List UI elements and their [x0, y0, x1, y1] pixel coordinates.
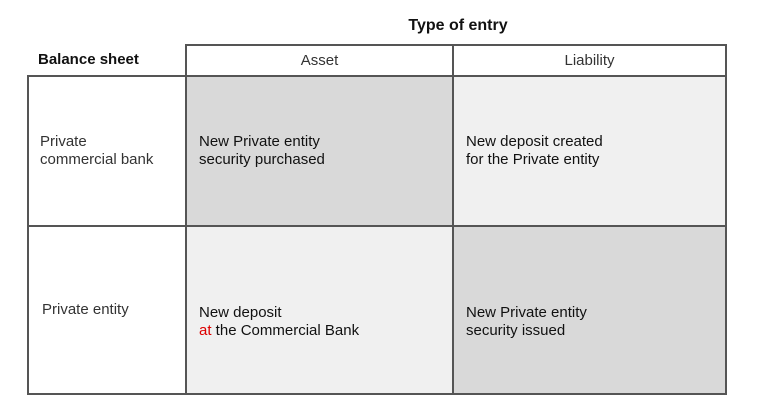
cell-line: for the Private entity [466, 151, 600, 168]
cell-line: security purchased [199, 151, 325, 168]
row-header-label: Balance sheet [38, 51, 139, 68]
cell-line: the Commercial Bank [211, 322, 360, 339]
column-header-asset: Asset [185, 44, 454, 77]
row-label-private-entity: Private entity [27, 225, 187, 395]
cell-line: New deposit [199, 304, 282, 321]
row-label-line: commercial bank [40, 151, 154, 168]
row-label-line: Private [40, 133, 87, 150]
cell-line: New Private entity [199, 133, 320, 150]
cell-line: New Private entity [466, 304, 587, 321]
cell-line: security issued [466, 322, 566, 339]
diagram-title: Type of entry [408, 17, 508, 34]
highlight-text: at [199, 322, 212, 339]
column-header-liability: Liability [452, 44, 727, 77]
cell-line: New deposit created [466, 133, 603, 150]
